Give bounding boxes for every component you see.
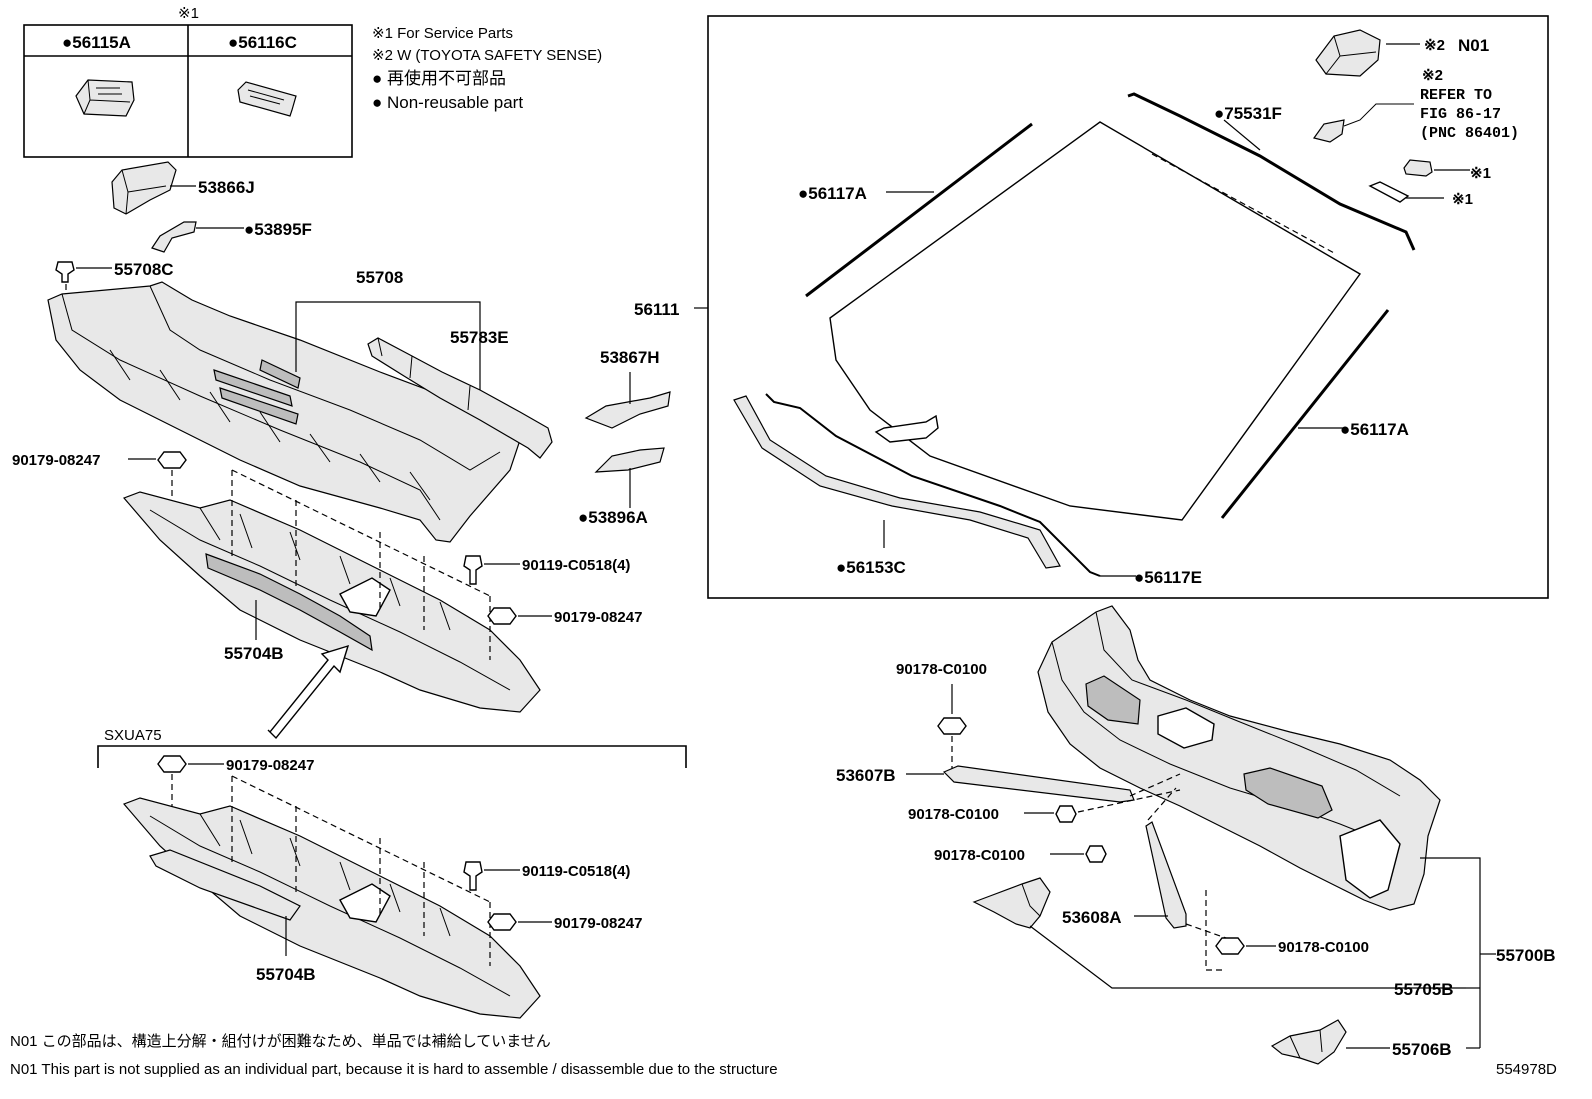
cowl-louver-55708[interactable]: [47, 281, 521, 543]
svg-text:90119-C0518(4): 90119-C0518(4): [522, 863, 630, 880]
view-arrow: [267, 644, 350, 740]
part-90178-C0100-d[interactable]: 90178-C0100: [1185, 890, 1369, 971]
cowl-assembly-55700B[interactable]: [1037, 605, 1441, 911]
molding-56117E[interactable]: ●56117E: [765, 393, 1202, 587]
svg-text:55708C: 55708C: [114, 260, 174, 279]
svg-text:55704B: 55704B: [224, 644, 284, 663]
molding-56117A-left[interactable]: ●56117A: [798, 122, 1033, 298]
service-table-mark: ※1: [178, 5, 199, 22]
svg-text:※2: ※2: [1424, 37, 1445, 54]
svg-text:※1: ※1: [1452, 191, 1473, 208]
service-piece-1[interactable]: ※1: [1403, 159, 1491, 182]
figure-id: 554978D: [1496, 1061, 1557, 1078]
svg-text:●53895F: ●53895F: [244, 220, 312, 239]
svg-text:90119-C0518(4): 90119-C0518(4): [522, 557, 630, 574]
note-nonreusable-jp: ● 再使用不可部品: [372, 68, 506, 88]
part-53896A[interactable]: ●53896A: [578, 447, 665, 527]
svg-text:REFER TO: REFER TO: [1420, 87, 1492, 104]
sxua75-group: SXUA75: [97, 727, 687, 768]
svg-text:●56153C: ●56153C: [836, 558, 906, 577]
part-90178-C0100-c[interactable]: 90178-C0100: [934, 845, 1107, 864]
svg-text:90178-C0100: 90178-C0100: [908, 806, 999, 823]
label-55708: 55708: [356, 268, 403, 287]
part-90178-C0100-b[interactable]: 90178-C0100: [908, 789, 1181, 823]
part-90119-C0518-a[interactable]: 90119-C0518(4): [463, 555, 630, 585]
svg-text:(PNC 86401): (PNC 86401): [1420, 125, 1519, 142]
molding-75531F[interactable]: ●75531F: [1127, 92, 1416, 251]
part-90179-08247-b[interactable]: 90179-08247: [487, 607, 642, 626]
dashes-lower-55704B: [231, 775, 491, 966]
table-col2-part[interactable]: ●56116C: [228, 33, 297, 52]
cowl-panel-55704B[interactable]: [122, 491, 541, 713]
footer-note-jp: N01 この部品は、構造上分解・組付けが困難なため、単品では補給していません: [10, 1033, 551, 1050]
molding-56153C[interactable]: ●56153C: [733, 395, 1061, 577]
windshield-frame: 56111: [634, 15, 1549, 599]
part-90179-08247-c[interactable]: 90179-08247: [157, 755, 314, 806]
sensor-bracket-refer[interactable]: ※2 REFER TO FIG 86-17 (PNC 86401): [1312, 67, 1519, 143]
part-90119-C0518-b[interactable]: 90119-C0518(4): [463, 861, 630, 891]
part-53867H[interactable]: 53867H: [584, 348, 671, 429]
svg-text:55783E: 55783E: [450, 328, 509, 347]
svg-text:53608A: 53608A: [1062, 908, 1122, 927]
svg-text:55704B: 55704B: [256, 965, 316, 984]
svg-text:53866J: 53866J: [198, 178, 255, 197]
svg-text:55706B: 55706B: [1392, 1040, 1452, 1059]
svg-text:90178-C0100: 90178-C0100: [934, 847, 1025, 864]
svg-text:90178-C0100: 90178-C0100: [896, 661, 987, 678]
svg-text:※1: ※1: [1470, 165, 1491, 182]
part-53895F[interactable]: ●53895F: [151, 220, 312, 253]
svg-text:90179-08247: 90179-08247: [554, 609, 642, 626]
label-55704B-b: 55704B: [256, 916, 316, 984]
service-piece-2[interactable]: ※1: [1368, 181, 1473, 208]
footer-note-en: N01 This part is not supplied as an indi…: [10, 1061, 778, 1078]
molding-56117A-right[interactable]: ●56117A: [1220, 309, 1409, 519]
bracket-55700B: 55700B: [1420, 857, 1556, 1048]
svg-text:55705B: 55705B: [1394, 980, 1454, 999]
svg-text:53867H: 53867H: [600, 348, 660, 367]
label-55704B-a: 55704B: [224, 600, 284, 663]
part-90179-08247-a[interactable]: 90179-08247: [12, 451, 187, 500]
note-toyota-safety-sense: ※2 W (TOYOTA SAFETY SENSE): [372, 47, 602, 64]
rod-53608A[interactable]: 53608A: [1062, 787, 1187, 929]
part-55783E[interactable]: 55783E: [367, 328, 553, 459]
cowl-panel-55704B-sxua[interactable]: [122, 797, 541, 1019]
bracket-55706B[interactable]: 55706B: [1270, 1019, 1480, 1065]
svg-text:FIG 86-17: FIG 86-17: [1420, 106, 1501, 123]
svg-text:90178-C0100: 90178-C0100: [1278, 939, 1369, 956]
svg-text:●75531F: ●75531F: [1214, 104, 1282, 123]
svg-text:※2: ※2: [1422, 67, 1443, 84]
windshield-glass-56111[interactable]: [829, 121, 1362, 521]
part-56115A-drawing: [75, 79, 135, 117]
part-56116C-drawing: [237, 81, 297, 117]
part-90179-08247-d[interactable]: 90179-08247: [487, 913, 642, 932]
label-56111: 56111: [634, 300, 679, 319]
part-53866J[interactable]: 53866J: [111, 161, 255, 215]
part-90178-C0100-a[interactable]: 90178-C0100: [896, 661, 987, 770]
bracket-55705B[interactable]: 55705B: [972, 877, 1480, 999]
svg-text:90179-08247: 90179-08247: [226, 757, 314, 774]
variant-label: SXUA75: [104, 727, 162, 744]
service-parts-table: ※1 ●56115A ●56116C: [23, 5, 353, 158]
svg-text:53607B: 53607B: [836, 766, 896, 785]
note-nonreusable-en: ● Non-reusable part: [372, 93, 523, 112]
dashes-upper-55704B: [231, 469, 491, 660]
svg-text:●56117A: ●56117A: [798, 184, 867, 203]
table-col1-part[interactable]: ●56115A: [62, 33, 131, 52]
footer-notes: N01 この部品は、構造上分解・組付けが困難なため、単品では補給していません N…: [10, 1033, 1557, 1078]
svg-text:●56117E: ●56117E: [1134, 568, 1202, 587]
note-service-parts: ※1 For Service Parts: [372, 25, 513, 42]
label-55700B: 55700B: [1496, 946, 1556, 965]
rod-53607B[interactable]: 53607B: [836, 765, 1181, 803]
label-N01: N01: [1458, 36, 1489, 55]
svg-text:90179-08247: 90179-08247: [12, 452, 100, 469]
svg-text:●53896A: ●53896A: [578, 508, 648, 527]
svg-text:90179-08247: 90179-08247: [554, 915, 642, 932]
bracket-55708: 55708: [295, 268, 481, 392]
svg-text:●56117A: ●56117A: [1340, 420, 1409, 439]
bracket-N01[interactable]: ※2 N01: [1315, 29, 1489, 77]
legend-notes: ※1 For Service Parts ※2 W (TOYOTA SAFETY…: [372, 25, 602, 112]
